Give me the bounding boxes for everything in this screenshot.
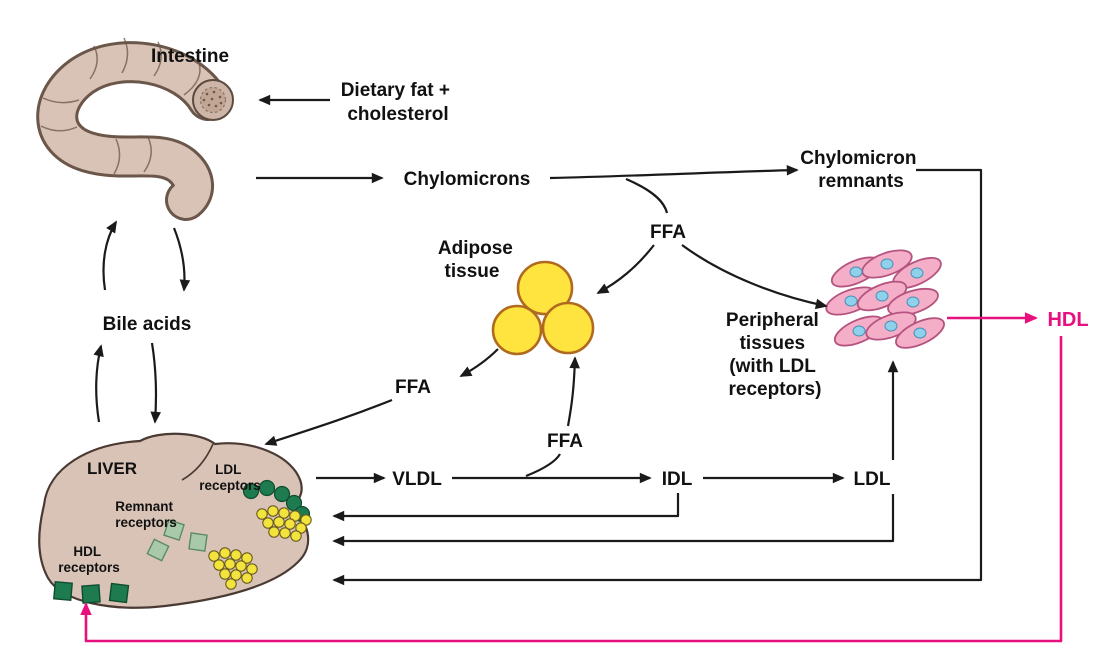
peripheral-tissues-label: Peripheral tissues (with LDL receptors) [726, 310, 824, 400]
dietary-fat-label: Dietary fat + cholesterol [341, 80, 456, 125]
ldl-label: LDL [854, 469, 891, 490]
hdl-receptors-label: HDL receptors [58, 544, 120, 575]
arrow-chylomicrons-to-remnants [549, 164, 799, 180]
hdl-receptor-squares [53, 581, 130, 604]
liver-label: LIVER [87, 459, 137, 478]
arrow-idl-return-to-liver [332, 493, 680, 522]
hdl-label: HDL [1047, 309, 1088, 331]
bile-acids-label: Bile acids [103, 314, 192, 335]
branch-chylomicrons-to-ffa [625, 177, 669, 214]
liver-illustration [38, 432, 312, 609]
arrow-adipose-to-ffa [459, 348, 499, 377]
chylomicrons-label: Chylomicrons [404, 169, 531, 190]
ffa-mid-label: FFA [395, 377, 431, 398]
vldl-label: VLDL [392, 469, 442, 490]
arrow-ffa-to-liver [264, 398, 393, 446]
remnant-receptors-label: Remnant receptors [115, 499, 177, 530]
ffa-top-label: FFA [650, 222, 686, 243]
arrow-hdl-return-to-liver [80, 336, 1063, 643]
arrow-bile-acids-to-intestine [102, 220, 117, 291]
intestine-segmentation-lines [40, 37, 201, 175]
arrow-ffa-to-adipose-up [566, 356, 580, 427]
remnant-receptor-squares [146, 519, 208, 562]
intestine-illustration [36, 37, 234, 221]
liver-lobe-divider [181, 443, 214, 481]
arrow-ldl-return-to-liver [332, 494, 895, 547]
arrow-intestine-to-bile-acids [172, 227, 191, 292]
arrow-remnants-to-liver [332, 168, 983, 586]
idl-label: IDL [662, 469, 693, 490]
lipoprotein-particle-cluster-1 [256, 505, 312, 542]
arrow-ffa-to-peripheral [681, 244, 828, 310]
lipoprotein-particle-cluster-2 [208, 547, 258, 590]
arrow-ffa-to-adipose [596, 244, 655, 294]
ldl-receptors-label: LDL receptors [199, 462, 261, 493]
chylomicron-remnants-label: Chylomicron remnants [800, 148, 921, 192]
intestine-label: Intestine [151, 46, 229, 67]
adipose-tissue-label: Adipose tissue [438, 238, 518, 282]
adipose-cells-illustration [491, 260, 595, 356]
intestine-cross-section [192, 79, 234, 121]
cell-nuclei [844, 258, 927, 339]
branch-vldl-line-to-ffa [525, 453, 561, 478]
arrow-liver-to-bile-acids [93, 344, 104, 423]
peripheral-cells-illustration [825, 249, 945, 349]
ffa-lower-label: FFA [547, 431, 583, 452]
arrow-bile-acids-to-liver [150, 342, 161, 424]
